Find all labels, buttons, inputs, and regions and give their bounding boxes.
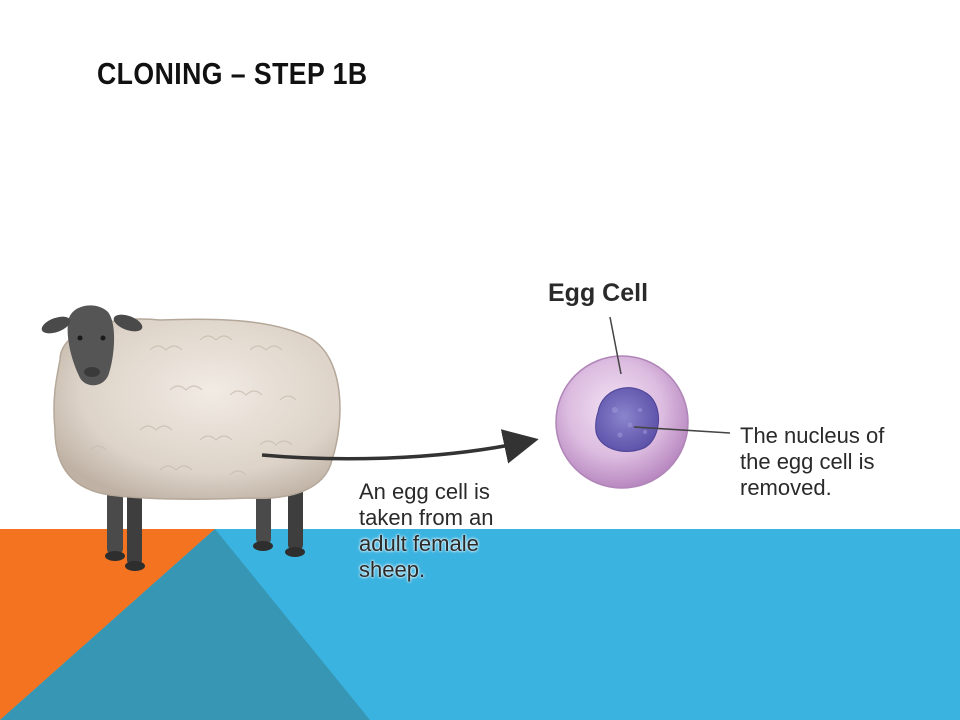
caption-line: removed. bbox=[740, 475, 832, 500]
caption-line: An egg cell is bbox=[359, 479, 490, 504]
sheep-leg bbox=[288, 484, 303, 550]
sheep-leg bbox=[127, 483, 142, 565]
caption-line: taken from an bbox=[359, 505, 494, 530]
caption-line: sheep. bbox=[359, 557, 426, 582]
sheep-icon bbox=[41, 305, 341, 571]
teal-triangle bbox=[0, 529, 370, 720]
caption-line: the egg cell is bbox=[740, 449, 875, 474]
nucleus-caption: The nucleus of the egg cell is removed. bbox=[740, 423, 950, 501]
caption-line: adult female bbox=[359, 531, 479, 556]
nucleus-leader-line bbox=[633, 426, 731, 434]
slide-title: CLONING – STEP 1B bbox=[97, 56, 368, 91]
sheep-leg bbox=[107, 480, 123, 554]
arrow-icon bbox=[261, 429, 539, 464]
egg-cell-label: Egg Cell bbox=[548, 279, 649, 307]
nucleus bbox=[595, 387, 660, 452]
egg-cell-icon bbox=[555, 355, 689, 489]
sheep-caption: An egg cell is taken from an adult femal… bbox=[359, 479, 534, 583]
egg-cell-leader-line bbox=[609, 316, 622, 375]
sheep-head bbox=[67, 305, 115, 386]
caption-line: The nucleus of bbox=[740, 423, 885, 448]
